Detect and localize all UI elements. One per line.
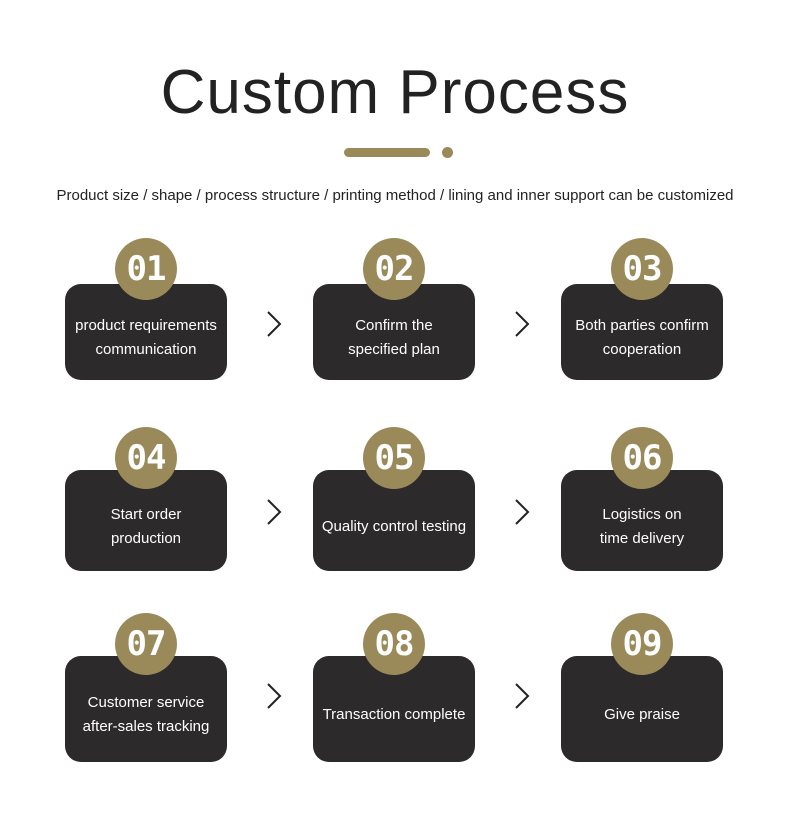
page-subtitle: Product size / shape / process structure…	[56, 187, 734, 204]
step-label-line2: specified plan	[348, 341, 440, 358]
step-label-line2: communication	[95, 341, 197, 358]
step-09: 09 Give praise	[561, 613, 723, 762]
step-label-line1: Both parties confirm	[575, 317, 709, 334]
step-label-line1: Give praise	[604, 706, 680, 723]
step-02: 02 Confirm the specified plan	[313, 238, 475, 380]
chevron-right-icon	[512, 309, 532, 339]
step-label-line1: Start order	[110, 505, 182, 523]
step-label-line1: Confirm the	[355, 317, 433, 334]
step-label-line1: product requirements	[75, 317, 217, 334]
step-label-line2: time delivery	[599, 529, 685, 547]
chevron-right-icon	[264, 681, 284, 711]
step-01: 01 product requirements communication	[65, 238, 227, 380]
step-label-line1: Quality control testing	[321, 517, 467, 535]
step-number-badge: 02	[363, 238, 425, 300]
step-label-line2: cooperation	[602, 341, 682, 358]
step-label-line1: Customer service	[87, 694, 205, 711]
chevron-right-icon	[264, 497, 284, 527]
step-04: 04 Start order production	[65, 427, 227, 571]
chevron-right-icon	[512, 497, 532, 527]
step-number-badge: 08	[363, 613, 425, 675]
chevron-right-icon	[512, 681, 532, 711]
step-number-badge: 01	[115, 238, 177, 300]
step-number-badge: 09	[611, 613, 673, 675]
step-card: Both parties confirm cooperation	[561, 284, 723, 380]
step-card: Confirm the specified plan	[313, 284, 475, 380]
step-label-line2: production	[110, 529, 182, 547]
step-03: 03 Both parties confirm cooperation	[561, 238, 723, 380]
step-number-badge: 03	[611, 238, 673, 300]
step-label-line1: Logistics on	[602, 505, 682, 523]
step-05: 05 Quality control testing	[313, 427, 475, 571]
step-number-badge: 04	[115, 427, 177, 489]
title-underline-dot	[442, 147, 453, 158]
step-number-badge: 07	[115, 613, 177, 675]
chevron-right-icon	[264, 309, 284, 339]
step-06: 06 Logistics on time delivery	[561, 427, 723, 571]
title-underline-bar	[344, 148, 430, 157]
step-label-line1: Transaction complete	[322, 706, 466, 723]
step-label-line2: after-sales tracking	[82, 718, 210, 735]
step-number-badge: 05	[363, 427, 425, 489]
step-08: 08 Transaction complete	[313, 613, 475, 762]
step-card: product requirements communication	[65, 284, 227, 380]
page-title: Custom Process	[160, 58, 630, 127]
step-number-badge: 06	[611, 427, 673, 489]
step-07: 07 Customer service after-sales tracking	[65, 613, 227, 762]
